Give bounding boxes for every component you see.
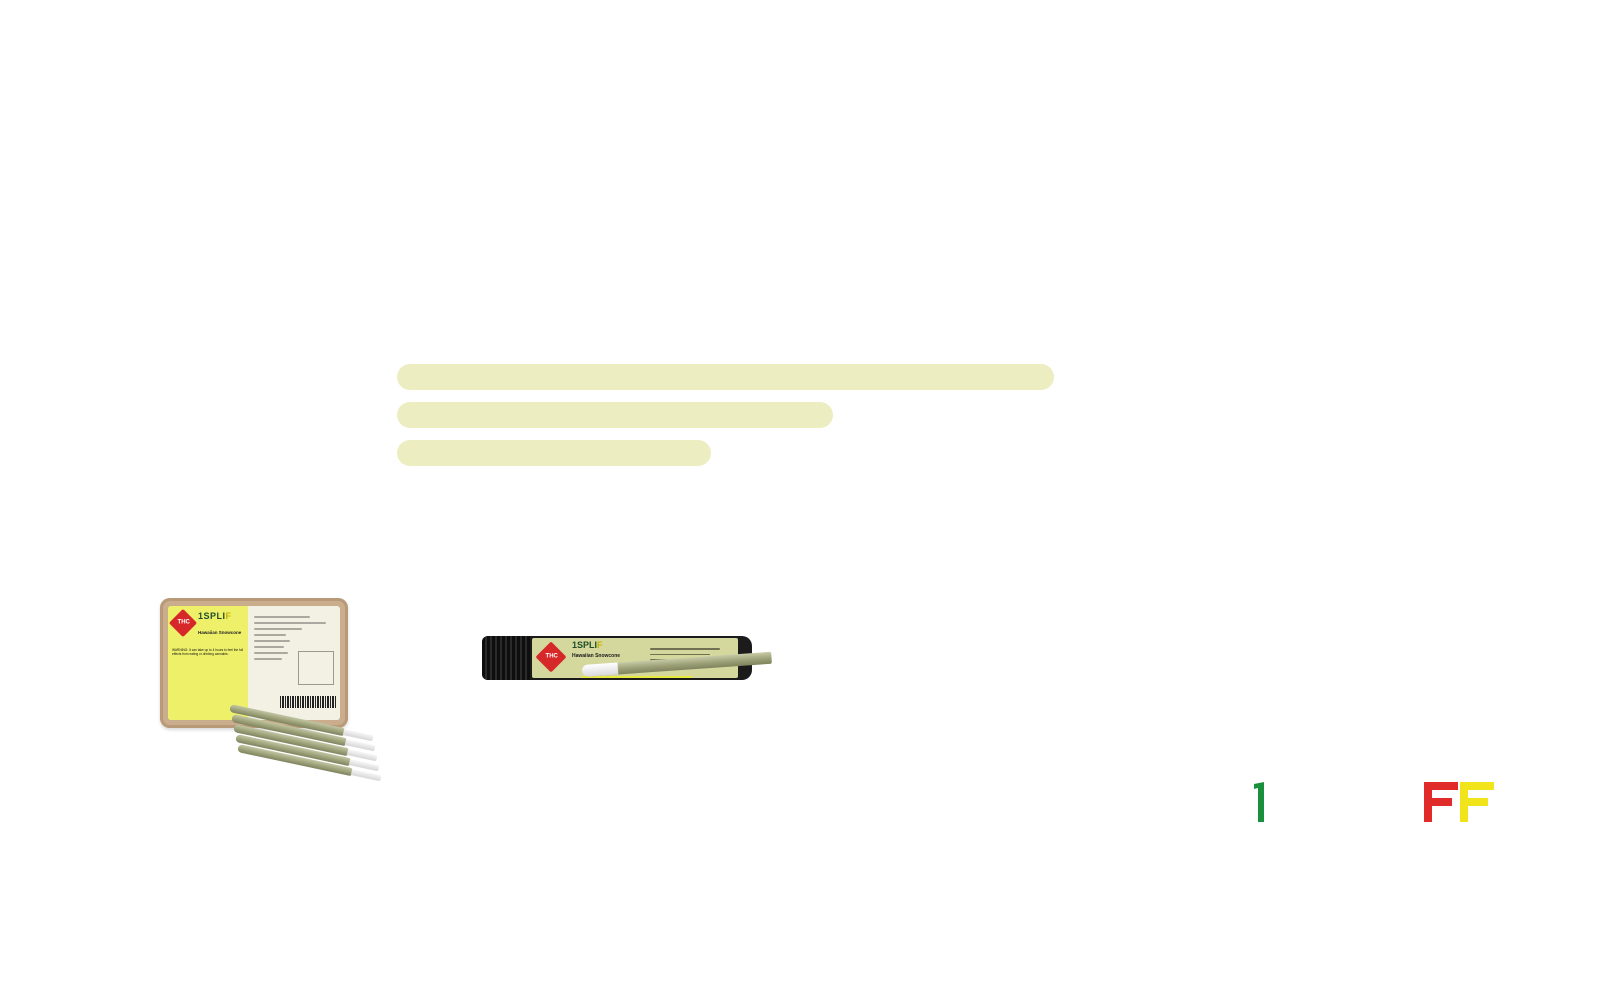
logo-f-yellow-glyph xyxy=(1460,782,1494,822)
strain-name: Hawaiian Snowcone xyxy=(198,630,242,635)
brand-logo-1splif-reserve[interactable] xyxy=(1254,782,1514,872)
label-detail-lines xyxy=(254,616,334,664)
warning-text: WARNING: It can take up to 4 hours to fe… xyxy=(172,648,244,657)
thc-warning-icon: THC xyxy=(535,641,567,673)
tray-label: THC 1SPLIF Hawaiian Snowcone WARNING: It… xyxy=(168,606,340,720)
tray-package: THC 1SPLIF Hawaiian Snowcone WARNING: It… xyxy=(160,598,348,728)
text-placeholder-line-3 xyxy=(397,440,711,466)
label-info-box xyxy=(298,651,334,685)
tube-cap xyxy=(482,636,530,680)
brand-logo: 1SPLIF xyxy=(198,611,232,621)
warning-strip xyxy=(582,676,692,678)
logo-one-glyph xyxy=(1254,782,1264,822)
strain-name: Hawaiian Snowcone xyxy=(572,653,621,659)
text-placeholder-line-2 xyxy=(397,402,833,428)
logo-f-red-glyph xyxy=(1424,782,1458,822)
brand-logo: 1SPLIF xyxy=(572,640,603,650)
text-placeholder-line-1 xyxy=(397,364,1054,390)
barcode xyxy=(280,696,336,708)
